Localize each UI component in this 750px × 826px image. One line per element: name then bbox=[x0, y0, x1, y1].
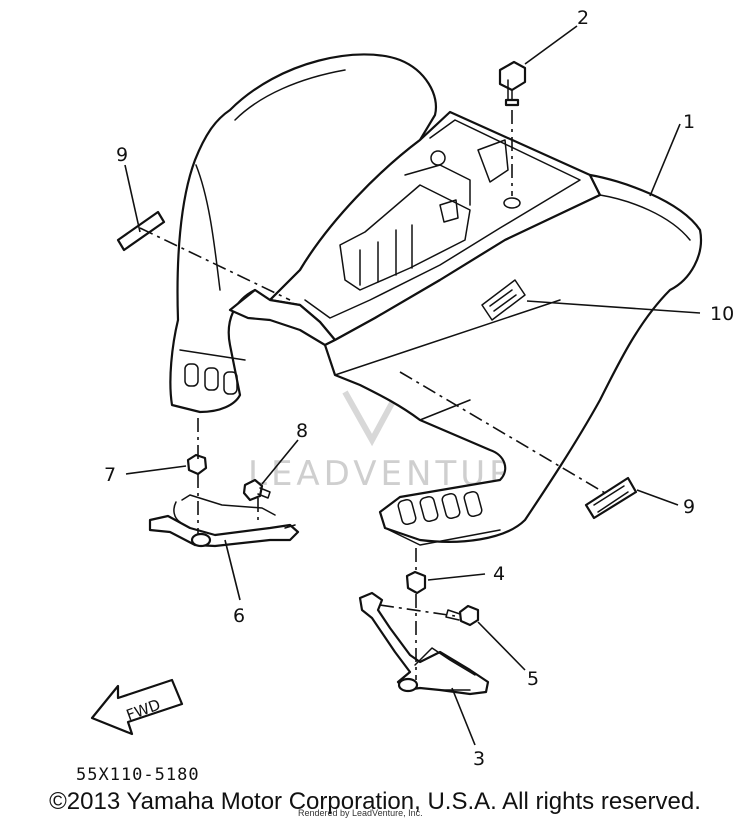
grommet-4 bbox=[405, 570, 427, 595]
assembly-lines bbox=[139, 110, 606, 680]
callout-7: 7 bbox=[104, 464, 116, 486]
grommet-7 bbox=[186, 453, 208, 476]
callout-labels: 2 1 10 9 9 7 8 6 4 5 3 bbox=[104, 7, 734, 770]
decal-9-right bbox=[584, 476, 638, 520]
bolt-2 bbox=[498, 60, 527, 107]
callout-9-right: 9 bbox=[683, 496, 695, 518]
callout-1: 1 bbox=[683, 111, 695, 133]
callout-2: 2 bbox=[577, 7, 589, 29]
credit-text: Rendered by LeadVenture, Inc. bbox=[298, 808, 423, 818]
decal-9-left bbox=[116, 210, 166, 252]
callout-3: 3 bbox=[473, 748, 485, 770]
callout-6: 6 bbox=[233, 605, 245, 627]
callout-5: 5 bbox=[527, 668, 539, 690]
copyright-text: ©2013 Yamaha Motor Corporation, U.S.A. A… bbox=[49, 788, 701, 815]
bolt-8 bbox=[242, 478, 271, 502]
fwd-arrow: FWD bbox=[90, 678, 184, 736]
bracket-6 bbox=[148, 494, 300, 548]
callout-10: 10 bbox=[710, 303, 734, 325]
bracket-3 bbox=[358, 591, 490, 696]
rear-fender bbox=[169, 53, 703, 546]
callout-8: 8 bbox=[296, 420, 308, 442]
part-code: 55X110-5180 bbox=[76, 765, 200, 785]
leader-lines bbox=[124, 25, 701, 746]
callout-4: 4 bbox=[493, 563, 505, 585]
bolt-5 bbox=[445, 604, 480, 627]
callout-9-left: 9 bbox=[116, 144, 128, 166]
